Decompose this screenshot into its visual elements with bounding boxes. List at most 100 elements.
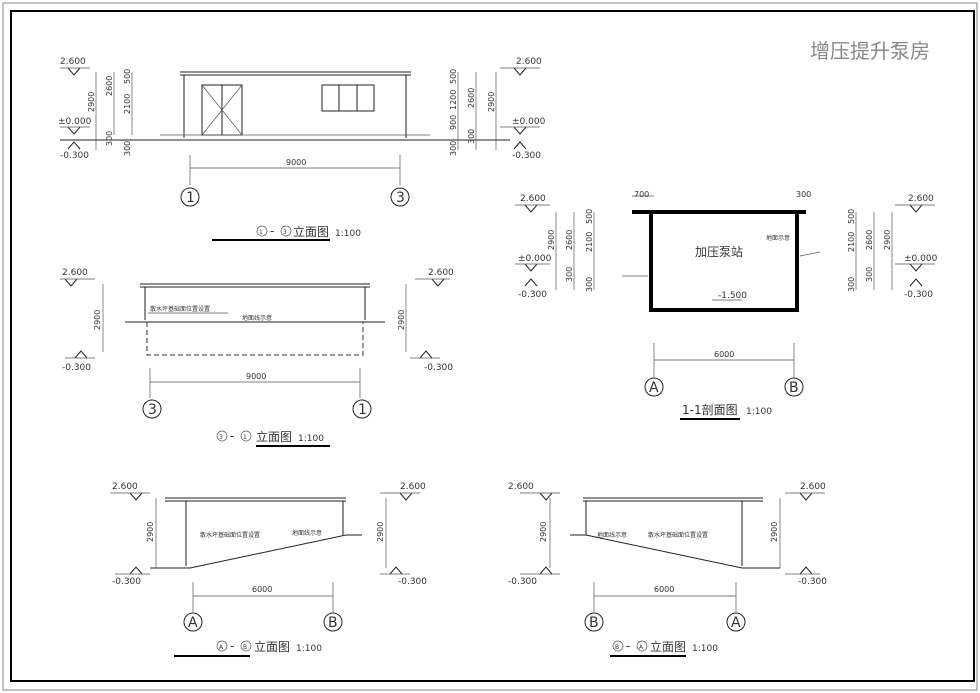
svg-text:2.600: 2.600: [800, 482, 826, 492]
svg-text:2900: 2900: [883, 230, 892, 250]
svg-text:地面线示意: 地面线示意: [597, 531, 627, 539]
svg-text:1: 1: [186, 190, 195, 206]
svg-text:-: -: [230, 429, 234, 443]
svg-text:1200: 1200: [449, 90, 458, 110]
svg-text:1: 1: [259, 229, 263, 236]
svg-text:-0.300: -0.300: [60, 151, 89, 161]
svg-text:A: A: [219, 644, 224, 651]
svg-text:6000: 6000: [252, 585, 272, 594]
svg-text:A: A: [731, 615, 741, 631]
svg-text:3: 3: [396, 190, 405, 206]
svg-text:2.600: 2.600: [520, 194, 546, 204]
svg-text:B: B: [328, 615, 338, 631]
svg-text:立面图: 立面图: [254, 639, 290, 654]
elevation-1-3: 2.600 ±0.000 -0.300 2900 2600 300 2100 5…: [58, 57, 546, 241]
svg-text:1:100: 1:100: [692, 644, 718, 654]
svg-text:2.600: 2.600: [516, 57, 542, 67]
svg-text:-: -: [626, 639, 630, 653]
window-icon: [321, 84, 375, 112]
svg-text:3: 3: [283, 229, 287, 236]
svg-text:A: A: [639, 644, 644, 651]
inner-frame: [10, 10, 975, 682]
sheet-title: 增压提升泵房: [810, 39, 930, 63]
svg-text:1:100: 1:100: [298, 434, 324, 444]
elevation-3-1: 散水坪基础面位置设置 地面线示意 2.600 -0.300 2900 2.600…: [60, 268, 454, 447]
svg-text:2600: 2600: [865, 230, 874, 250]
svg-text:±0.000: ±0.000: [512, 117, 546, 127]
svg-text:±0.000: ±0.000: [904, 254, 938, 264]
svg-text:2600: 2600: [467, 88, 476, 108]
svg-text:-0.300: -0.300: [112, 577, 141, 587]
svg-text:500: 500: [847, 209, 856, 224]
svg-text:散水坪基础面位置设置: 散水坪基础面位置设置: [648, 531, 708, 539]
svg-text:300: 300: [123, 141, 132, 156]
svg-text:300: 300: [467, 129, 476, 144]
svg-text:300: 300: [449, 141, 458, 156]
svg-text:500: 500: [585, 209, 594, 224]
svg-text:300: 300: [105, 131, 114, 146]
svg-text:-0.300: -0.300: [512, 151, 541, 161]
svg-text:9000: 9000: [286, 158, 306, 167]
svg-text:-1.500: -1.500: [718, 291, 747, 301]
svg-text:立面图: 立面图: [650, 639, 686, 654]
svg-text:-: -: [270, 224, 274, 238]
svg-text:散水坪基础面位置设置: 散水坪基础面位置设置: [200, 531, 260, 539]
svg-text:±0.000: ±0.000: [518, 254, 552, 264]
svg-text:-0.300: -0.300: [904, 290, 933, 300]
svg-text:3: 3: [148, 402, 157, 418]
svg-text:B: B: [589, 615, 599, 631]
svg-text:300: 300: [796, 190, 811, 199]
svg-text:2900: 2900: [770, 522, 779, 542]
svg-text:A: A: [188, 615, 198, 631]
svg-text:2600: 2600: [105, 76, 114, 96]
svg-text:散水坪基础面位置设置: 散水坪基础面位置设置: [150, 305, 210, 313]
svg-text:2.600: 2.600: [400, 482, 426, 492]
svg-text:2.600: 2.600: [62, 268, 88, 278]
svg-text:2900: 2900: [376, 522, 385, 542]
svg-text:2900: 2900: [146, 522, 155, 542]
svg-text:300: 300: [565, 267, 574, 282]
svg-text:-0.300: -0.300: [62, 363, 91, 373]
svg-text:-0.300: -0.300: [424, 363, 453, 373]
svg-text:2.600: 2.600: [60, 57, 86, 67]
svg-text:6000: 6000: [654, 585, 674, 594]
svg-text:-0.300: -0.300: [518, 290, 547, 300]
svg-text:2900: 2900: [397, 310, 406, 330]
svg-text:300: 300: [585, 277, 594, 292]
svg-text:-0.300: -0.300: [398, 577, 427, 587]
svg-text:-0.300: -0.300: [798, 577, 827, 587]
svg-text:2100: 2100: [123, 94, 132, 114]
svg-text:2900: 2900: [87, 92, 96, 112]
svg-text:B: B: [789, 380, 799, 396]
svg-text:2.600: 2.600: [508, 482, 534, 492]
svg-text:2600: 2600: [565, 230, 574, 250]
svg-text:立面图: 立面图: [293, 224, 329, 239]
svg-text:地面线示意: 地面线示意: [292, 529, 322, 537]
svg-text:3: 3: [219, 434, 223, 441]
svg-text:2100: 2100: [847, 232, 856, 252]
svg-text:500: 500: [449, 69, 458, 84]
svg-text:1:100: 1:100: [746, 407, 772, 417]
elevation-a-b: 散水坪基础面位置设置 地面线示意 2.600 -0.300 2900 2.600…: [110, 482, 427, 657]
svg-text:1: 1: [358, 402, 367, 418]
svg-text:2100: 2100: [585, 232, 594, 252]
elevation-b-a: 地面线示意 散水坪基础面位置设置 2.600 -0.300 2900 2.600…: [508, 482, 827, 657]
svg-text:700: 700: [634, 190, 649, 199]
svg-text:地面示意: 地面示意: [766, 234, 790, 242]
svg-text:6000: 6000: [714, 350, 734, 359]
svg-text:1:100: 1:100: [296, 644, 322, 654]
svg-text:500: 500: [123, 69, 132, 84]
room-label: 加压泵站: [695, 245, 743, 259]
svg-text:9000: 9000: [246, 372, 266, 381]
svg-text:2.600: 2.600: [908, 194, 934, 204]
svg-text:300: 300: [865, 267, 874, 282]
svg-text:-: -: [230, 639, 234, 653]
svg-text:B: B: [243, 644, 247, 651]
svg-text:2.600: 2.600: [112, 482, 138, 492]
svg-text:A: A: [649, 380, 659, 396]
svg-text:300: 300: [847, 277, 856, 292]
svg-text:2900: 2900: [487, 92, 496, 112]
svg-text:900: 900: [449, 115, 458, 130]
svg-text:B: B: [615, 644, 619, 651]
